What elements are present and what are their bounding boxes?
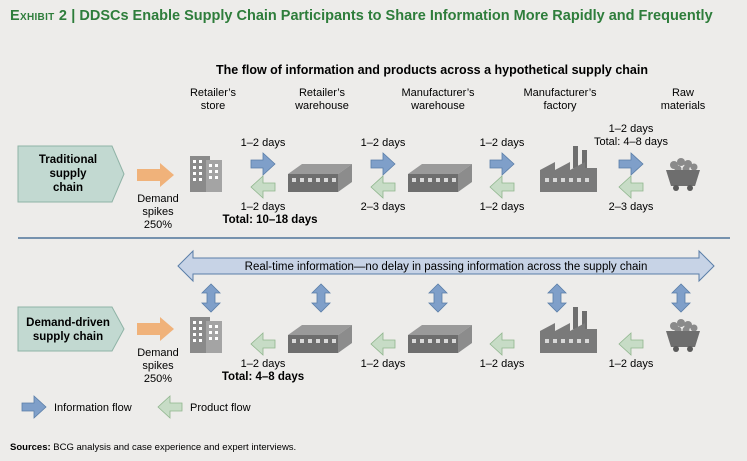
demand-driven-product-arrows (250, 332, 644, 356)
store-icon (190, 156, 222, 192)
product-flow-arrow (250, 332, 276, 356)
column-header-line2: warehouse (294, 100, 349, 112)
demand-line: Demand (137, 347, 179, 359)
demand-driven-demand: Demand spikes 250% (137, 347, 179, 385)
store-icon (190, 317, 222, 353)
mining-cart-icon (666, 319, 700, 352)
traditional-label-box (17, 145, 125, 203)
product-days-label: 1–2 days (241, 201, 286, 213)
info-days-label: 1–2 days (241, 137, 286, 149)
warehouse-icon (288, 325, 352, 353)
bidirectional-info-arrow (311, 283, 331, 313)
product-days-label: 1–2 days (480, 358, 525, 370)
warehouse-icon (408, 325, 472, 353)
info-flow-arrow (618, 152, 644, 176)
traditional-info-arrows (250, 152, 644, 176)
traditional-info-days: 1–2 days 1–2 days 1–2 days 1–2 days Tota… (241, 123, 669, 149)
sources-footnote: Sources: BCG analysis and case experienc… (10, 442, 296, 453)
product-total-label: Total: 10–18 days (222, 214, 317, 226)
traditional-label-line: Traditional (39, 154, 97, 166)
legend-info-label: Information flow (54, 402, 132, 414)
info-days-label: 1–2 days (609, 123, 654, 135)
legend: Information flow Product flow (21, 395, 251, 419)
info-flow-arrow (250, 152, 276, 176)
product-days-label: 2–3 days (609, 201, 654, 213)
info-total-label: Total: 4–8 days (594, 136, 668, 148)
demand-line: spikes (142, 206, 174, 218)
demand-line: spikes (142, 360, 174, 372)
warehouse-icon (288, 164, 352, 192)
bidirectional-info-arrow (547, 283, 567, 313)
column-header-line1: Retailer’s (190, 87, 237, 99)
bidirectional-info-arrow (201, 283, 221, 313)
factory-icon (540, 307, 597, 353)
bidirectional-info-arrow (428, 283, 448, 313)
product-days-label: 2–3 days (361, 201, 406, 213)
mining-cart-icon (666, 158, 700, 191)
column-header-line1: Manufacturer’s (524, 87, 597, 99)
column-headers: Retailer’s store Retailer’s warehouse Ma… (190, 87, 706, 112)
legend-product-swatch (157, 395, 183, 419)
warehouse-icon (408, 164, 472, 192)
realtime-info-banner (177, 249, 715, 283)
exhibit-separator: | (71, 8, 76, 24)
demand-driven-label-line: Demand-driven (26, 317, 110, 329)
traditional-label-line: supply (49, 168, 87, 180)
demand-line: Demand (137, 193, 179, 205)
product-days-label: 1–2 days (480, 201, 525, 213)
column-header-line2: materials (661, 100, 706, 112)
product-flow-arrow (250, 175, 276, 199)
product-flow-arrow (618, 175, 644, 199)
info-flow-arrow (489, 152, 515, 176)
product-flow-arrow (370, 175, 396, 199)
traditional-label-line: chain (53, 182, 83, 194)
demand-arrow (137, 317, 174, 341)
column-header-line1: Manufacturer’s (402, 87, 475, 99)
product-days-label: 1–2 days (609, 358, 654, 370)
info-flow-arrow (370, 152, 396, 176)
product-flow-arrow (370, 332, 396, 356)
demand-driven-label-line: supply chain (33, 331, 103, 343)
column-header-line1: Retailer’s (299, 87, 346, 99)
demand-driven-label: Demand-driven supply chain (26, 317, 110, 343)
column-header-line1: Raw (672, 87, 694, 99)
traditional-demand: Demand spikes 250% (137, 193, 179, 231)
column-header-line2: warehouse (410, 100, 465, 112)
product-flow-arrow (489, 332, 515, 356)
footnote-text: BCG analysis and case experience and exp… (51, 442, 297, 453)
info-days-label: 1–2 days (361, 137, 406, 149)
diagram-subtitle: The flow of information and products acr… (216, 63, 648, 77)
demand-driven-product-days: 1–2 days 1–2 days 1–2 days 1–2 days (241, 358, 654, 370)
product-flow-arrow (489, 175, 515, 199)
exhibit-header: Exhibit 2 | DDSCs Enable Supply Chain Pa… (10, 6, 737, 26)
demand-driven-label-box (17, 306, 125, 352)
footnote-prefix: Sources: (10, 442, 51, 453)
info-days-label: 1–2 days (480, 137, 525, 149)
column-header-line2: factory (543, 100, 577, 112)
demand-arrow (137, 163, 174, 187)
traditional-product-arrows (250, 175, 644, 199)
legend-info-swatch (21, 395, 47, 419)
product-total-label: Total: 4–8 days (222, 371, 304, 383)
traditional-label: Traditional supply chain (39, 154, 97, 194)
bidirectional-info-arrow (671, 283, 691, 313)
demand-line: 250% (144, 373, 172, 385)
product-days-label: 1–2 days (241, 358, 286, 370)
factory-icon (540, 146, 597, 192)
product-days-label: 1–2 days (361, 358, 406, 370)
legend-product-label: Product flow (190, 402, 251, 414)
exhibit-label: Exhibit 2 (10, 8, 68, 24)
realtime-banner-text: Real-time information—no delay in passin… (245, 261, 648, 273)
column-header-line2: store (201, 100, 225, 112)
vertical-info-arrows (201, 283, 691, 313)
exhibit-title: DDSCs Enable Supply Chain Participants t… (79, 8, 713, 24)
demand-line: 250% (144, 219, 172, 231)
traditional-product-days: 1–2 days 2–3 days 1–2 days 2–3 days (241, 201, 654, 213)
product-flow-arrow (618, 332, 644, 356)
